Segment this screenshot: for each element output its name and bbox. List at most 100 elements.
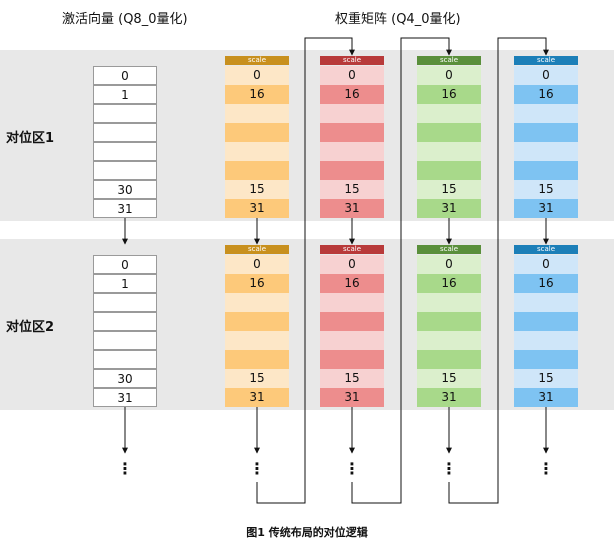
scale-tag: scale xyxy=(514,56,578,65)
weight-cell: 31 xyxy=(417,388,481,407)
region-label-1: 对位区1 xyxy=(6,131,55,146)
activation-cell: 1 xyxy=(93,274,157,293)
weight-cell: 0 xyxy=(225,66,289,85)
weight-title: 权重矩阵 (Q4_0量化) xyxy=(335,12,461,27)
weight-cell xyxy=(417,331,481,350)
weight-cell xyxy=(514,293,578,312)
weight-cell: 31 xyxy=(417,199,481,218)
ellipsis: ⋮ xyxy=(249,459,265,478)
weight-cell: 0 xyxy=(320,66,384,85)
weight-cell xyxy=(417,142,481,161)
weight-cell: 15 xyxy=(514,180,578,199)
weight-cell xyxy=(320,104,384,123)
weight-cell xyxy=(320,123,384,142)
figure-caption: 图1 传统布局的对位逻辑 xyxy=(246,526,368,539)
weight-cell xyxy=(320,161,384,180)
weight-cell: 16 xyxy=(320,85,384,104)
weight-cell: 15 xyxy=(320,369,384,388)
weight-cell: 16 xyxy=(225,274,289,293)
ellipsis: ⋮ xyxy=(117,459,133,478)
activation-cell: 0 xyxy=(93,66,157,85)
scale-tag: scale xyxy=(320,56,384,65)
scale-tag: scale xyxy=(514,245,578,254)
weight-cell: 16 xyxy=(225,85,289,104)
weight-cell: 16 xyxy=(320,274,384,293)
activation-cell: 30 xyxy=(93,180,157,199)
weight-cell: 15 xyxy=(417,369,481,388)
activation-cell xyxy=(93,104,157,123)
weight-cell: 0 xyxy=(320,255,384,274)
scale-tag: scale xyxy=(417,245,481,254)
weight-cell: 31 xyxy=(320,199,384,218)
weight-cell: 16 xyxy=(514,274,578,293)
activation-cell xyxy=(93,331,157,350)
weight-cell xyxy=(225,312,289,331)
weight-cell: 15 xyxy=(417,180,481,199)
weight-cell: 0 xyxy=(514,66,578,85)
weight-cell xyxy=(417,123,481,142)
ellipsis: ⋮ xyxy=(344,459,360,478)
weight-cell: 16 xyxy=(417,85,481,104)
activation-cell: 30 xyxy=(93,369,157,388)
activation-cell: 0 xyxy=(93,255,157,274)
weight-cell: 31 xyxy=(514,388,578,407)
weight-cell xyxy=(225,161,289,180)
activation-cell: 1 xyxy=(93,85,157,104)
weight-cell: 16 xyxy=(417,274,481,293)
weight-cell xyxy=(320,293,384,312)
weight-cell: 15 xyxy=(514,369,578,388)
weight-cell xyxy=(417,104,481,123)
activation-cell: 31 xyxy=(93,199,157,218)
activation-cell xyxy=(93,293,157,312)
scale-tag: scale xyxy=(225,56,289,65)
weight-cell xyxy=(514,142,578,161)
weight-cell xyxy=(225,104,289,123)
weight-cell xyxy=(417,312,481,331)
weight-cell xyxy=(320,312,384,331)
activation-cell xyxy=(93,142,157,161)
weight-cell xyxy=(514,104,578,123)
weight-cell: 0 xyxy=(417,255,481,274)
weight-cell: 15 xyxy=(225,180,289,199)
ellipsis: ⋮ xyxy=(538,459,554,478)
weight-cell: 31 xyxy=(225,388,289,407)
weight-cell xyxy=(417,293,481,312)
activation-cell xyxy=(93,312,157,331)
weight-cell: 0 xyxy=(417,66,481,85)
weight-cell: 31 xyxy=(514,199,578,218)
scale-tag: scale xyxy=(417,56,481,65)
weight-cell xyxy=(514,350,578,369)
weight-cell: 0 xyxy=(514,255,578,274)
weight-cell: 15 xyxy=(225,369,289,388)
activation-cell xyxy=(93,350,157,369)
scale-tag: scale xyxy=(320,245,384,254)
weight-cell xyxy=(225,350,289,369)
ellipsis: ⋮ xyxy=(441,459,457,478)
weight-cell: 31 xyxy=(320,388,384,407)
scale-tag: scale xyxy=(225,245,289,254)
weight-cell xyxy=(514,331,578,350)
weight-cell xyxy=(320,142,384,161)
weight-cell xyxy=(225,293,289,312)
weight-cell xyxy=(320,331,384,350)
weight-cell: 31 xyxy=(225,199,289,218)
region-label-2: 对位区2 xyxy=(6,320,55,335)
weight-cell: 16 xyxy=(514,85,578,104)
snake-connector xyxy=(448,37,549,504)
weight-cell: 0 xyxy=(225,255,289,274)
activation-cell xyxy=(93,123,157,142)
activation-title: 激活向量 (Q8_0量化) xyxy=(62,12,188,27)
weight-cell: 15 xyxy=(320,180,384,199)
weight-cell xyxy=(417,161,481,180)
snake-connector xyxy=(351,37,452,504)
weight-cell xyxy=(514,312,578,331)
weight-cell xyxy=(225,331,289,350)
activation-cell: 31 xyxy=(93,388,157,407)
activation-cell xyxy=(93,161,157,180)
weight-cell xyxy=(225,142,289,161)
weight-cell xyxy=(320,350,384,369)
weight-cell xyxy=(514,161,578,180)
weight-cell xyxy=(417,350,481,369)
